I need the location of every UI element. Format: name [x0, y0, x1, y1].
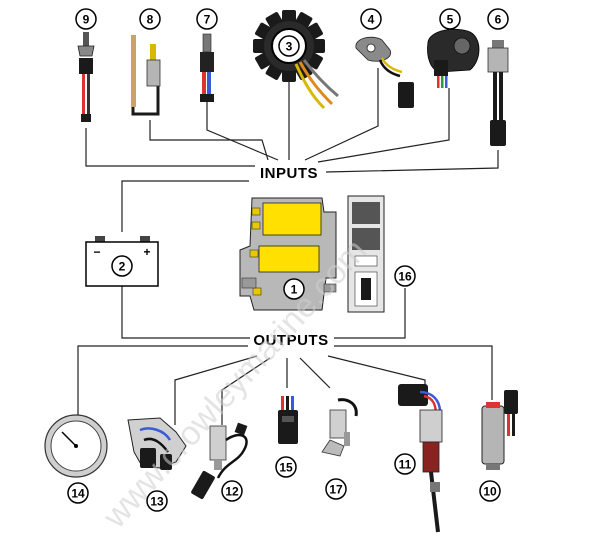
component-1-ecu: [239, 197, 337, 311]
callout-3: 3: [278, 35, 300, 57]
component-12-solenoid: [191, 422, 248, 500]
callout-16-label: 16: [398, 270, 412, 284]
component-16-module: [347, 195, 385, 313]
callout-3-label: 3: [286, 40, 293, 54]
callout-1: 1: [283, 278, 305, 300]
component-6-sensor: [487, 40, 509, 146]
battery-plus-symbol: +: [143, 245, 150, 259]
component-13-module: [127, 417, 187, 470]
inputs-label: INPUTS: [260, 165, 318, 182]
callout-1-label: 1: [291, 283, 298, 297]
connector-lines: [77, 68, 499, 425]
outputs-label: OUTPUTS: [253, 332, 328, 349]
callout-7-label: 7: [204, 13, 211, 27]
callout-9-label: 9: [83, 13, 90, 27]
component-10-pump: [481, 390, 518, 470]
component-11-injector: [398, 384, 443, 533]
component-5-sensor: [427, 28, 480, 88]
callout-2-label: 2: [119, 260, 126, 274]
callout-5: 5: [439, 8, 461, 30]
component-17-valve: [321, 398, 358, 457]
callout-13: 13: [146, 490, 168, 512]
callout-6-label: 6: [495, 13, 502, 27]
callout-16: 16: [394, 265, 416, 287]
battery-minus-symbol: −: [93, 245, 100, 259]
callout-6: 6: [487, 8, 509, 30]
callout-8-label: 8: [147, 13, 154, 27]
callout-4: 4: [360, 8, 382, 30]
callout-17: 17: [325, 478, 347, 500]
callout-14-label: 14: [71, 487, 85, 501]
callout-15: 15: [275, 456, 297, 478]
component-7-sensor: [200, 33, 214, 102]
component-14-gauge: [44, 414, 108, 478]
callout-9: 9: [75, 8, 97, 30]
callout-12: 12: [221, 480, 243, 502]
component-3-stator: [253, 10, 339, 110]
callout-13-label: 13: [150, 495, 164, 509]
callout-5-label: 5: [447, 13, 454, 27]
callout-14: 14: [67, 482, 89, 504]
component-8-probe: [131, 35, 161, 116]
callout-4-label: 4: [368, 13, 375, 27]
callout-15-label: 15: [279, 461, 293, 475]
callout-11-label: 11: [399, 458, 412, 472]
callout-10-label: 10: [483, 485, 497, 499]
callout-10: 10: [479, 480, 501, 502]
component-4-sensor: [355, 36, 414, 108]
component-15-connector: [278, 396, 298, 444]
callout-8: 8: [139, 8, 161, 30]
callout-12-label: 12: [225, 485, 239, 499]
callout-11: 11: [394, 453, 416, 475]
callout-17-label: 17: [329, 483, 343, 497]
callout-7: 7: [196, 8, 218, 30]
component-2-battery: − +: [85, 236, 159, 287]
callout-2: 2: [111, 255, 133, 277]
component-9-sensor: [77, 32, 95, 122]
callouts: 9 8 7 3 4 5 6 2 1 16 14 13 12 15 17 11 1…: [67, 8, 509, 512]
